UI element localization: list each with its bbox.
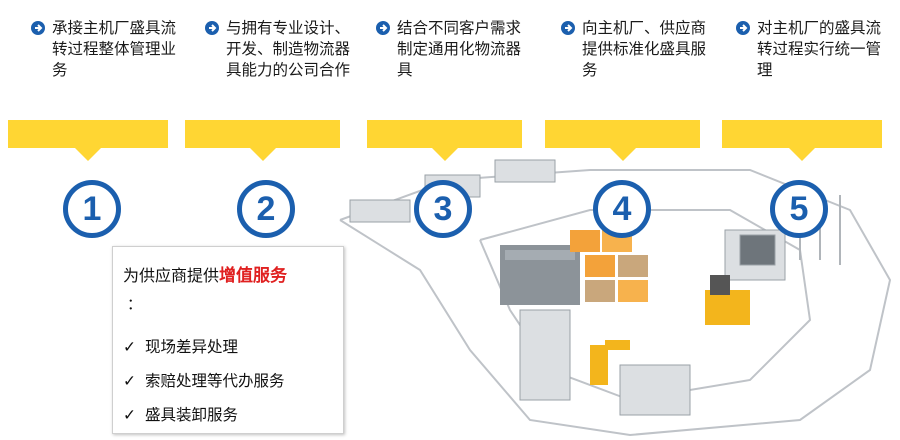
step-2-column: 与拥有专业设计、开发、制造物流器具能力的公司合作: [204, 18, 354, 81]
step-number-2: 2: [237, 180, 295, 238]
service-item: ✓ 现场差异处理: [123, 335, 238, 357]
arrow-circle-icon: [31, 21, 45, 35]
step-3-text: 结合不同客户需求制定通用化物流器具: [397, 19, 522, 79]
step-number-5: 5: [770, 180, 828, 238]
step-4-text: 向主机厂、供应商提供标准化盛具服务: [582, 19, 707, 79]
step-5-column: 对主机厂的盛具流转过程实行统一管理: [735, 18, 885, 81]
value-added-services-box: 为供应商提供增值服务 ： ✓ 现场差异处理 ✓ 索赔处理等代办服务 ✓ 盛具装卸服务: [112, 246, 344, 434]
services-title: 为供应商提供增值服务: [123, 261, 287, 286]
banner-2: [185, 120, 340, 161]
step-number-3: 3: [414, 180, 472, 238]
service-item-label: 盛具装卸服务: [145, 406, 239, 424]
banner-3: [367, 120, 522, 161]
arrow-circle-icon: [205, 21, 219, 35]
step-4-column: 向主机厂、供应商提供标准化盛具服务: [560, 18, 710, 81]
check-icon: ✓: [123, 338, 136, 356]
step-3-column: 结合不同客户需求制定通用化物流器具: [375, 18, 525, 81]
services-title-highlight: 增值服务: [219, 266, 288, 286]
service-item-label: 索赔处理等代办服务: [145, 372, 285, 390]
banner-1: [8, 120, 168, 161]
service-item: ✓ 索赔处理等代办服务: [123, 369, 285, 391]
check-icon: ✓: [123, 372, 136, 390]
step-2-text: 与拥有专业设计、开发、制造物流器具能力的公司合作: [226, 19, 351, 79]
arrow-circle-icon: [561, 21, 575, 35]
check-icon: ✓: [123, 406, 136, 424]
step-1-text: 承接主机厂盛具流转过程整体管理业务: [52, 19, 177, 79]
arrow-circle-icon: [736, 21, 750, 35]
step-5-text: 对主机厂的盛具流转过程实行统一管理: [757, 19, 882, 79]
factory-illustration: [339, 159, 892, 437]
step-number-1: 1: [63, 180, 121, 238]
banner-4: [545, 120, 700, 161]
services-title-prefix: 为供应商提供: [123, 266, 220, 285]
step-number-4: 4: [593, 180, 651, 238]
arrow-circle-icon: [376, 21, 390, 35]
services-colon: ：: [127, 295, 143, 313]
service-item: ✓ 盛具装卸服务: [123, 403, 238, 425]
service-item-label: 现场差异处理: [145, 338, 239, 356]
step-1-column: 承接主机厂盛具流转过程整体管理业务: [30, 18, 180, 81]
banner-5: [722, 120, 882, 161]
